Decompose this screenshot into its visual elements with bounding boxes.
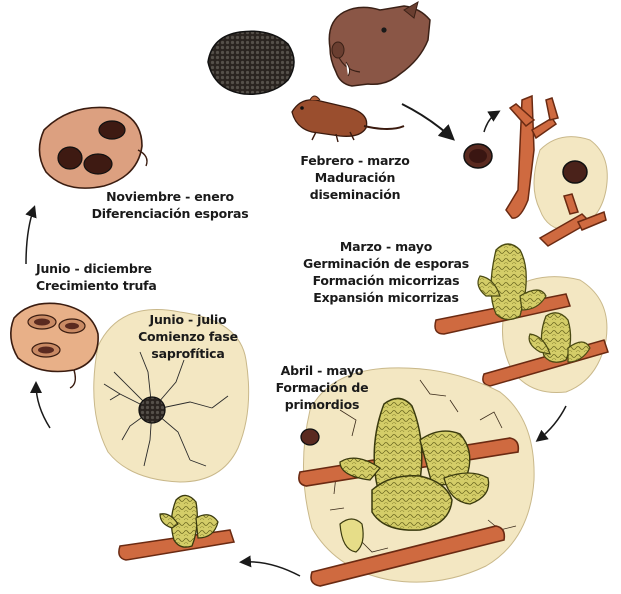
stage-label-feb-mar: Febrero - marzo Maduración diseminación [270,152,440,203]
stage-description: diseminación [270,186,440,203]
spore-icon [464,144,492,168]
ascus-icon [11,303,98,388]
stage-label-abr-may: Abril - mayo Formación de primordios [262,362,382,413]
ascus-icon [39,107,147,188]
stage-description: Formación micorrizas [276,272,496,289]
stage-period: Febrero - marzo [270,152,440,169]
stage-description: Maduración [270,169,440,186]
stage-label-nov-ene: Noviembre - enero Diferenciación esporas [70,188,270,222]
wild-boar-icon [329,2,430,86]
cycle-arrow-icon [538,406,566,440]
stage-description: Formación de [262,379,382,396]
cycle-arrow-icon [402,104,452,138]
truffle-icon [139,397,165,423]
cycle-arrow-icon [36,384,50,428]
spore-icon [301,429,319,445]
stage-description: primordios [262,396,382,413]
cycle-arrow-icon [242,562,300,576]
stage-description: saprofítica [128,345,248,362]
stage-description: Expansión micorrizas [276,289,496,306]
stage-period: Abril - mayo [262,362,382,379]
cycle-arrow-icon [484,112,498,132]
stage-period: Junio - julio [128,311,248,328]
stage-period: Junio - diciembre [36,260,206,277]
spore-icon [563,161,587,183]
stage-period: Noviembre - enero [70,188,270,205]
stage-description: Diferenciación esporas [70,205,270,222]
stage-period: Marzo - mayo [276,238,496,255]
stage-description: Comienzo fase [128,328,248,345]
stage-label-mar-may: Marzo - mayo Germinación de esporas Form… [276,238,496,306]
stage-description: Crecimiento trufa [36,277,206,294]
mature-truffle [208,31,294,94]
cycle-arrow-icon [26,208,34,264]
stage-label-jun-dic: Junio - diciembre Crecimiento trufa [36,260,206,294]
stage-label-jun-jul: Junio - julio Comienzo fase saprofítica [128,311,248,362]
stage-description: Germinación de esporas [276,255,496,272]
rodent-icon [292,96,404,142]
